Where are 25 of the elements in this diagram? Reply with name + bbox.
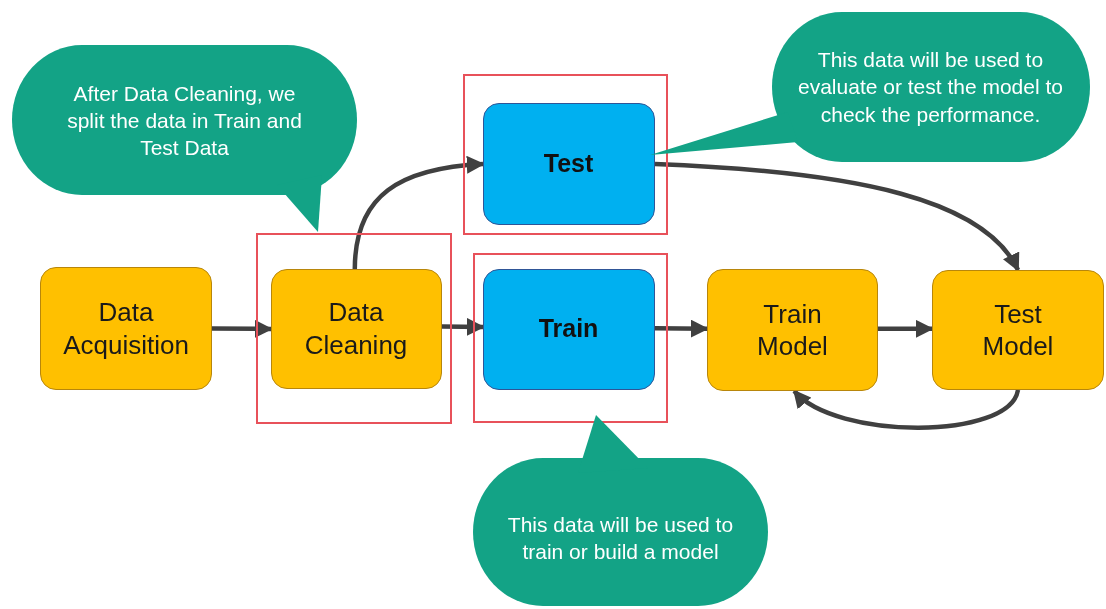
arrow [441,317,485,336]
node-label: Data Cleaning [303,296,409,361]
process-box [707,269,878,391]
process-box [40,267,212,390]
node-label: Data Acquisition [62,296,190,361]
arrow [792,389,1021,430]
highlight-frame [463,74,668,235]
arrow [654,319,709,338]
data-box [482,268,655,390]
process-box [932,270,1104,390]
highlight-frame [256,233,452,424]
callout-text: This data will be used to train or build a model [506,511,735,565]
node-label: Test Model [981,297,1055,363]
arrow [878,319,934,338]
arrow [654,161,1020,272]
node-label: Test [542,147,595,179]
callout-text: This data will be used to evaluate or test the model to check the performance. [798,47,1063,128]
node-label: Train Model [756,297,829,363]
node-label: Train [537,313,600,345]
data-box [482,102,655,225]
process-box [270,268,442,389]
arrow [211,319,273,338]
highlight-frame [473,253,668,423]
callout-text: After Data Cleaning, we split the data in Train and Test Data [66,80,303,162]
arrow [352,156,485,270]
